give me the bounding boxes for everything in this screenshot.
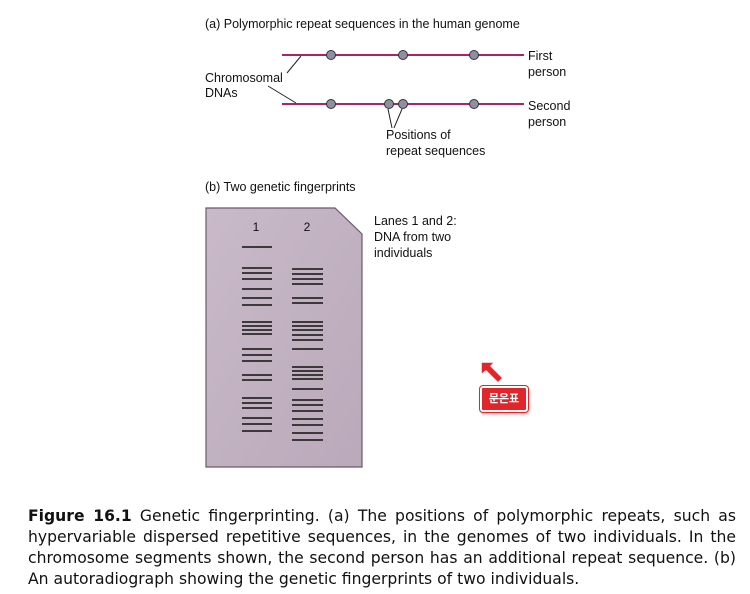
lane-1-bands <box>242 246 272 432</box>
lane-2-bands <box>292 268 323 441</box>
repeat-dot <box>469 99 479 109</box>
repeat-dot <box>326 99 336 109</box>
first-person-label-1: First <box>528 49 553 63</box>
positions-label-1: Positions of <box>386 128 451 142</box>
leader-line <box>393 108 403 129</box>
leader-line <box>267 85 297 104</box>
second-person-label-1: Second <box>528 99 570 113</box>
watermark-sticker: 문은표 <box>480 386 528 412</box>
figure-label: Figure 16.1 <box>28 507 132 525</box>
leader-line <box>387 108 393 129</box>
positions-label-2: repeat sequences <box>386 144 485 158</box>
lanes-note-2: DNA from two <box>374 230 451 244</box>
first-person-label-2: person <box>528 65 566 79</box>
figure-diagram: (a) Polymorphic repeat sequences in the … <box>205 17 570 468</box>
caption-text: Genetic fingerprinting. (a) The position… <box>28 507 736 588</box>
lane-2-label: 2 <box>304 220 311 234</box>
leader-line <box>286 55 302 74</box>
figure-caption: Figure 16.1 Genetic fingerprinting. (a) … <box>28 506 736 590</box>
repeat-dot <box>326 50 336 60</box>
part-a-title: (a) Polymorphic repeat sequences in the … <box>205 17 520 31</box>
cursor-arrow-icon <box>480 361 504 384</box>
autoradiograph-gel <box>205 207 363 468</box>
lanes-note-1: Lanes 1 and 2: <box>374 214 457 228</box>
repeat-dot <box>384 99 394 109</box>
part-b-title: (b) Two genetic fingerprints <box>205 180 356 194</box>
lanes-note-3: individuals <box>374 246 432 260</box>
second-person-label-2: person <box>528 115 566 129</box>
repeat-dot <box>469 50 479 60</box>
dnas-label: DNAs <box>205 86 238 100</box>
chromosomal-label: Chromosomal <box>205 71 283 85</box>
repeat-dot <box>398 50 408 60</box>
lane-1-label: 1 <box>253 220 260 234</box>
repeat-dot <box>398 99 408 109</box>
